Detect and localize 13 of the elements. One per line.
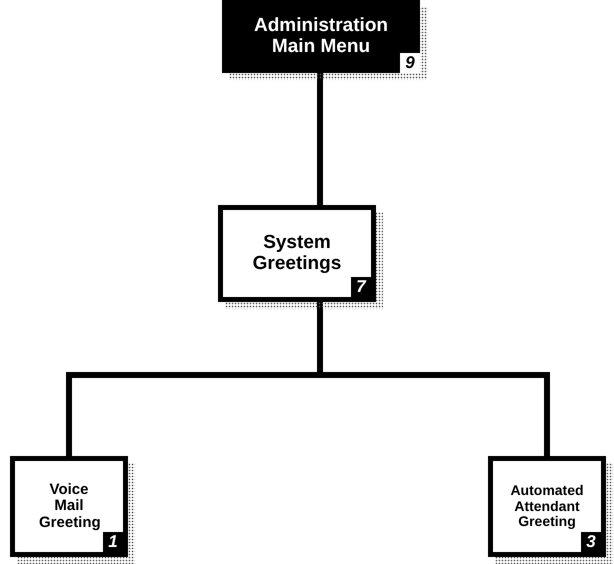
menu-box	[222, 0, 427, 80]
menu-box	[10, 456, 135, 564]
menu-title: Administration Main Menu	[252, 16, 390, 58]
menu-box	[218, 205, 383, 309]
menu-number: 1	[103, 532, 123, 552]
menu-number: 3	[581, 532, 601, 552]
connector-line	[317, 73, 323, 205]
menu-title: System Greetings	[252, 232, 342, 274]
menu-number: 9	[400, 53, 420, 73]
menu-box	[488, 456, 613, 564]
menu-title: Automated Attendant Greeting	[509, 483, 585, 530]
menu-title: Voice Mail Greeting	[39, 482, 99, 532]
menu-number: 7	[351, 277, 371, 297]
